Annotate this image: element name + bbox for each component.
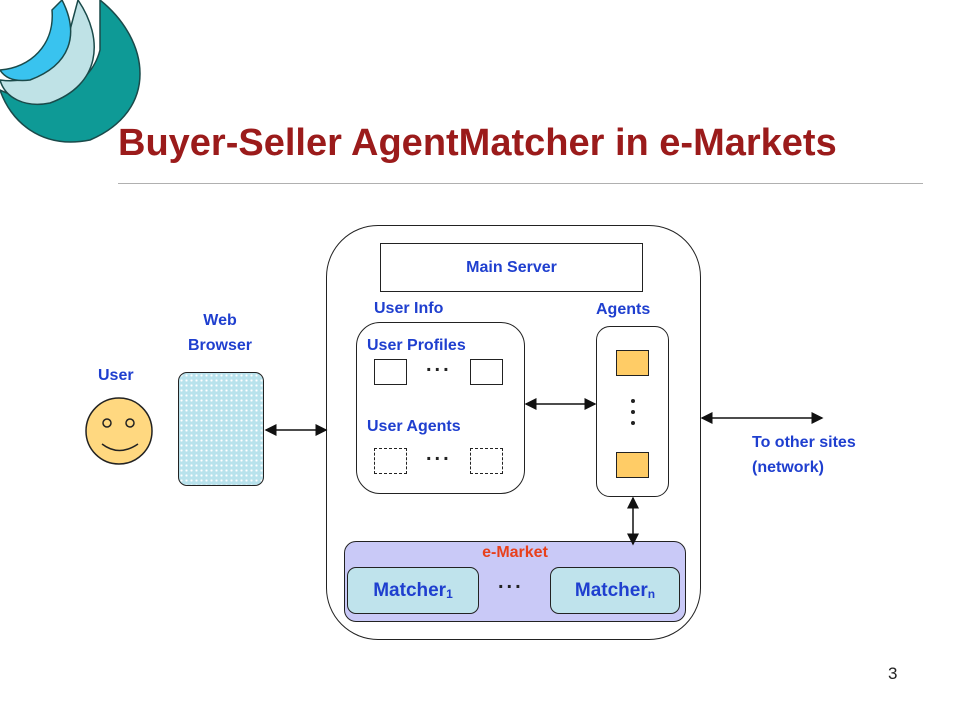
slide-title: Buyer-Seller AgentMatcher in e-Markets — [118, 122, 837, 164]
matcher-first-subscript: 1 — [446, 586, 453, 601]
user-profiles-label: User Profiles — [367, 337, 466, 354]
user-smiley-icon — [85, 397, 153, 465]
other-sites-label-line1: To other sites — [752, 434, 856, 451]
main-server-box — [380, 243, 643, 292]
web-browser-label-line2: Browser — [187, 337, 253, 354]
web-browser-label-line1: Web — [203, 312, 237, 329]
emarket-label: e-Market — [482, 544, 548, 561]
title-divider — [118, 183, 923, 184]
matcher-last-label: Matcher — [574, 579, 648, 601]
user-label: User — [98, 367, 134, 384]
matcher-first-label: Matcher — [373, 579, 447, 601]
web-browser-box — [178, 372, 264, 486]
user-agents-ellipsis: ... — [426, 443, 452, 465]
user-agent-box — [470, 448, 503, 474]
user-profile-box — [470, 359, 503, 385]
matcher-last-subscript: n — [647, 586, 656, 601]
matchers-ellipsis: ... — [498, 571, 524, 593]
profiles-ellipsis: ... — [426, 354, 452, 376]
agent-box — [616, 350, 649, 376]
agents-label: Agents — [596, 301, 651, 318]
swoosh-logo-icon — [0, 0, 141, 143]
agents-vertical-ellipsis — [631, 399, 637, 432]
user-agents-label: User Agents — [367, 418, 461, 435]
other-sites-label-line2: (network) — [752, 459, 824, 476]
agent-box — [616, 452, 649, 478]
main-server-label: Main Server — [466, 259, 557, 276]
user-profile-box — [374, 359, 407, 385]
page-number: 3 — [888, 664, 898, 683]
user-info-label: User Info — [374, 300, 444, 317]
user-agent-box — [374, 448, 407, 474]
